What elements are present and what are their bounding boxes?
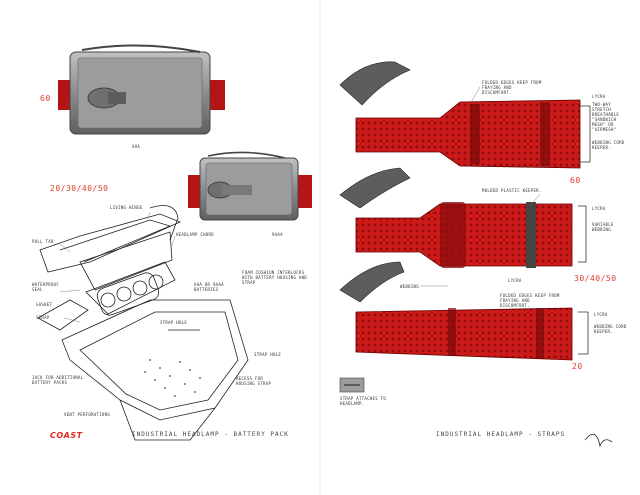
coast-logo: COAST [50, 431, 83, 440]
caption-aaa: AAA [132, 144, 141, 149]
signature [584, 433, 613, 448]
callout-lycra-4: LYCRA [594, 312, 608, 317]
size-label-strap-30-40-50: 30/40/50 [574, 274, 617, 283]
vent-dots [144, 359, 201, 397]
callout-folded-edges-1: FOLDED EDGES KEEP FROM FRAYING AND DISCO… [482, 80, 542, 95]
callout-aaa-9aaa: AAA OR 9AAA BATTERIES [194, 282, 224, 292]
strap-attach-thumb [339, 377, 365, 393]
size-label-strap-60: 60 [570, 176, 581, 185]
size-label-20-30-40-50: 20/30/40/50 [50, 184, 109, 193]
exploded-view [37, 205, 249, 441]
callout-waterproof-seal: WATERPROOF SEAL [32, 282, 60, 292]
strap-30-40-50 [339, 167, 587, 303]
right-title: INDUSTRIAL HEADLAMP - STRAPS [436, 431, 566, 438]
callout-leaders [59, 86, 541, 323]
callout-pull-tab: PULL TAB [32, 239, 54, 244]
strap-60 [339, 61, 591, 169]
callout-variable-webbing: VARIABLE WEBBING [592, 222, 614, 232]
battery-pack-9aaa [188, 151, 312, 221]
left-title: INDUSTRIAL HEADLAMP - BATTERY PACK [132, 431, 289, 438]
size-label-60: 60 [40, 94, 51, 103]
callout-living-hinge: LIVING HINGE [110, 205, 143, 210]
callout-strap: STRAP [36, 315, 50, 320]
callout-lycra-1: LYCRA [592, 94, 606, 99]
callout-strap-hole-1: STRAP HOLE [160, 320, 188, 325]
callout-webbing-cord-keeper: WEBBING CORD KEEPER. [592, 140, 625, 150]
callout-molded-keeper: MOLDED PLASTIC KEEPER. [482, 188, 542, 193]
callout-gasket: GASKET [36, 302, 53, 307]
callout-headlamp-chord: HEADLAMP CHORD [176, 232, 214, 237]
strap-20 [355, 307, 589, 361]
callout-lycra-3: LYCRA [508, 278, 522, 283]
callout-webbing-cord-keeper-2: WEBBING CORD KEEPER. [594, 324, 627, 334]
battery-pack-60 [58, 44, 225, 135]
callout-lycra-2: LYCRA [592, 206, 606, 211]
callout-strap-hole-2: STRAP HOLE [254, 352, 282, 357]
callout-recess: RECESS FOR HOUSING STRAP [236, 376, 272, 386]
callout-strap-attaches: STRAP ATTACHES TO HEADLAMP. [340, 396, 387, 406]
callout-folded-edges-2: FOLDED EDGES KEEP FROM FRAYING AND DISCO… [500, 293, 560, 308]
callout-webbing: WEBBING [400, 284, 419, 289]
size-label-strap-20: 20 [572, 362, 583, 371]
caption-9aaa: 9AAA [272, 232, 283, 237]
callout-foam-cushion: FOAM CUSHION INTERLOCKS WITH BATTERY HOU… [242, 270, 307, 285]
callout-jack: JACK FOR ADDITIONAL BATTERY PACKS [32, 375, 84, 385]
callout-two-way-stretch: TWO-WAY STRETCH BREATHABLE "SANDWICH MES… [592, 102, 620, 132]
callout-vent-perforations: VENT PERFORATIONS [64, 412, 111, 417]
